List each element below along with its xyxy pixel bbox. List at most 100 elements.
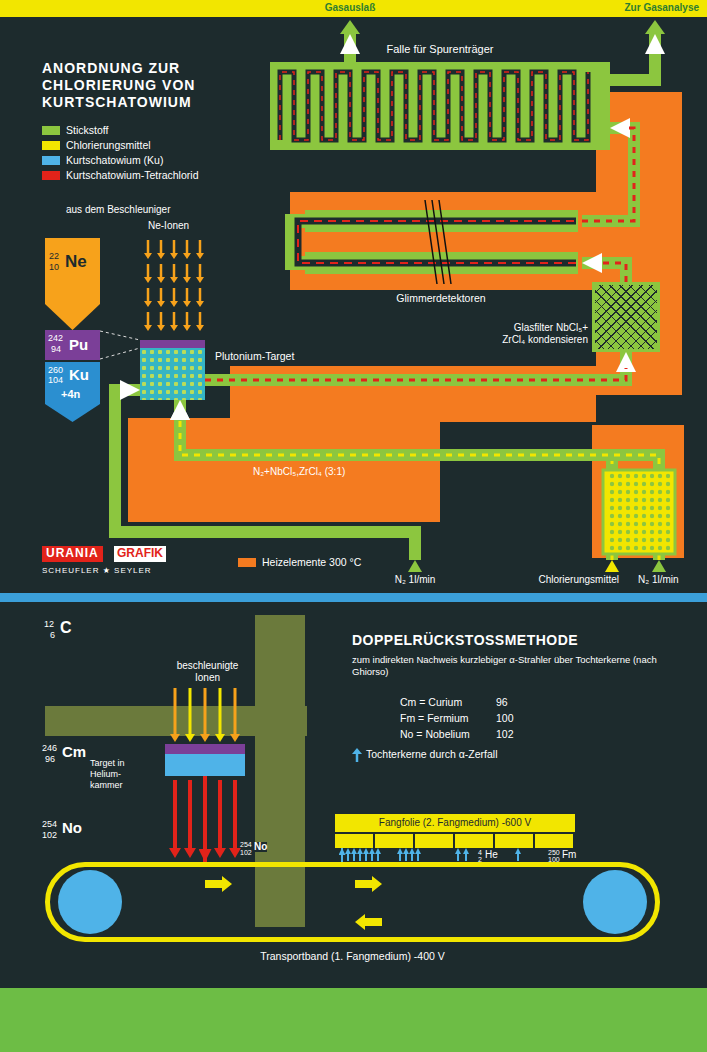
art-stroke: [457, 853, 459, 861]
art-stroke: [515, 848, 521, 854]
art-stroke: [144, 301, 152, 307]
art-stroke: [357, 848, 363, 854]
label: 100: [548, 856, 560, 863]
trap: [270, 62, 610, 150]
art-stroke: [170, 301, 178, 307]
label: Ne-Ionen: [148, 220, 189, 232]
connector: [610, 34, 655, 80]
label: 250: [548, 849, 560, 856]
node-text: Transportband (1. Fangmedium) -400 V: [45, 950, 660, 962]
art-stroke: [230, 734, 240, 742]
node-box: Fangfolie (2. Fangmedium) -600 V: [335, 814, 575, 848]
art-stroke: [219, 688, 222, 735]
art-stroke: [157, 325, 165, 331]
art-stroke: [170, 734, 180, 742]
label: zum indirekten Nachweis kurzlebiger α-St…: [352, 654, 672, 678]
art-stroke: [280, 72, 588, 140]
pipe-line: [203, 776, 207, 862]
art-stroke: [214, 848, 226, 858]
art-stroke: [356, 753, 359, 762]
label: No = Nobelium: [400, 728, 470, 740]
art-stroke: [352, 748, 362, 754]
art-stroke: [196, 325, 204, 331]
foil-segments: [335, 832, 575, 848]
art-stroke: [199, 240, 202, 254]
label: DOPPELRÜCKSTOSSMETHODE: [352, 632, 578, 648]
art-stroke: [174, 688, 177, 735]
legend-swatch: [42, 171, 60, 180]
pipe-content: [180, 416, 659, 560]
edge-label: N₂+NbCl₅,ZrCl₄ (3:1): [250, 466, 348, 478]
art-stroke: [184, 848, 196, 858]
art-stroke: [405, 853, 407, 861]
art-stroke: [233, 780, 237, 849]
alpha-arrows: [345, 848, 521, 861]
art-stroke: [160, 240, 163, 254]
art-stroke: [173, 780, 177, 849]
connector: [582, 263, 626, 282]
connector: [180, 400, 612, 560]
art-stroke: [280, 72, 588, 140]
label: He: [485, 850, 498, 860]
label: C: [60, 620, 72, 636]
node-text: 94: [51, 345, 61, 354]
pipe-line: [115, 390, 415, 560]
pipe-line: [582, 128, 634, 221]
node-text: Plutonium-Target: [215, 350, 294, 362]
art-stroke: [204, 688, 207, 735]
art-stroke: [157, 277, 165, 283]
pipe-line: [180, 400, 659, 560]
art-stroke: [147, 312, 150, 326]
legend-text: Heizelemente 300 °C: [262, 556, 361, 568]
art-stroke: [196, 301, 204, 307]
art-stroke: [183, 325, 191, 331]
node-text: Cm: [62, 744, 86, 759]
legend-text: Kurtschatowium-Tetrachlorid: [66, 169, 198, 181]
art-stroke: [189, 688, 192, 735]
node-text: Gasauslaß: [310, 2, 390, 14]
pipe-line: [341, 848, 343, 862]
art-stroke: [160, 288, 163, 302]
art-stroke: [199, 312, 202, 326]
pipe-content: [582, 128, 634, 221]
legend-swatch: [42, 126, 60, 135]
node-outline: [408, 560, 422, 572]
node-outline: [45, 362, 100, 422]
pipe-line: [180, 400, 612, 560]
label: aus dem Beschleuniger: [66, 204, 171, 216]
node-box: Gasauslaß: [340, 20, 360, 34]
art-stroke: [144, 253, 152, 259]
art-stroke: [186, 288, 189, 302]
pipe-line: [344, 34, 356, 62]
pipe-content: [598, 263, 626, 282]
art-stroke: [196, 277, 204, 283]
node-box: Zur Gasanalyse: [645, 20, 665, 34]
node-text: Ne: [65, 253, 98, 270]
art-stroke: [147, 240, 150, 254]
node-shape: [652, 560, 666, 572]
node-box: Glimmerdetektoren: [300, 200, 582, 284]
node-text: Glasfilter NbCl₅+ ZrCl₄ kondensieren: [500, 322, 588, 346]
pipe-content: [205, 368, 626, 380]
node-box: 24696CmTarget in Helium-kammer: [165, 744, 245, 776]
node-text: Falle für Spurenträger: [270, 43, 610, 56]
art-stroke: [345, 848, 351, 854]
art-stroke: [200, 734, 210, 742]
node-box: 24294Pu: [45, 330, 100, 360]
art-stroke: [455, 848, 461, 854]
art-stroke: [234, 688, 237, 735]
art-stroke: [169, 848, 181, 858]
label: 12: [44, 620, 54, 629]
node-text: 22: [49, 252, 59, 261]
art-stroke: [199, 288, 202, 302]
art-stroke: [183, 277, 191, 283]
node-box: Chlorierungsmittel: [605, 560, 619, 572]
art-stroke: [375, 848, 381, 854]
pipe-content: [180, 416, 612, 560]
node-text: Zur Gasanalyse: [591, 2, 699, 14]
belt-direction: [205, 876, 382, 930]
node-text: Glimmerdetektoren: [300, 292, 582, 304]
label: GRAFIK: [114, 546, 166, 562]
